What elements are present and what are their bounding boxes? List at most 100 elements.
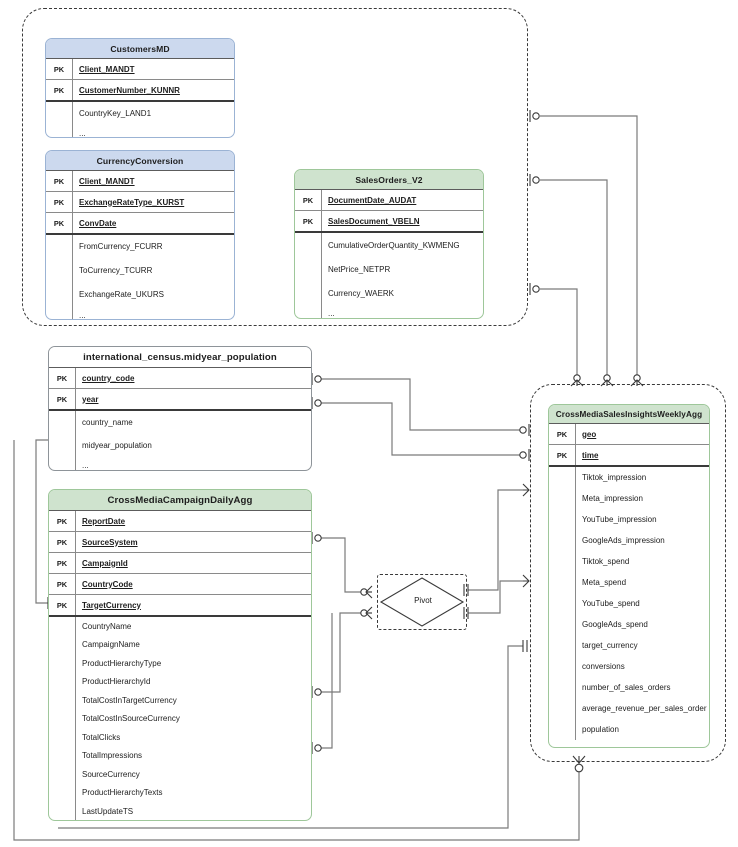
list-item[interactable]: ... <box>46 306 234 319</box>
list-item[interactable]: CountryKey_LAND1 <box>46 102 234 124</box>
key-field: country_code <box>75 368 311 388</box>
cardinality-one-4 <box>311 373 322 385</box>
list-item[interactable]: TotalClicks <box>49 728 311 747</box>
list-item[interactable]: ... <box>49 457 311 470</box>
table-row[interactable]: PK DocumentDate_AUDAT <box>295 190 483 211</box>
pk-spacer <box>49 654 75 673</box>
list-item[interactable]: YouTube_spend <box>549 593 709 614</box>
list-item[interactable]: TotalCostInTargetCurrency <box>49 691 311 710</box>
table-row[interactable]: PK SourceSystem <box>49 532 311 553</box>
table-row[interactable]: PK CountryCode <box>49 574 311 595</box>
pk-spacer <box>295 257 321 281</box>
list-item[interactable]: CumulativeOrderQuantity_KWMENG <box>295 233 483 257</box>
list-item[interactable]: midyear_population <box>49 433 311 457</box>
list-item[interactable]: ExchangeRate_UKURS <box>46 282 234 306</box>
cardinality-one-1 <box>529 110 540 122</box>
attribute-field: ExchangeRate_UKURS <box>72 282 234 306</box>
list-item[interactable]: conversions <box>549 656 709 677</box>
table-row[interactable]: PK CustomerNumber_KUNNR <box>46 80 234 102</box>
list-item[interactable]: CampaignName <box>49 635 311 654</box>
list-item[interactable]: population <box>549 719 709 740</box>
attribute-field: ... <box>321 305 483 318</box>
entity-cross-media-sales-insights-weekly-agg[interactable]: CrossMediaSalesInsightsWeeklyAgg PK geo … <box>548 404 710 748</box>
key-field: ConvDate <box>72 213 234 233</box>
pivot-node[interactable]: Pivot <box>377 574 467 630</box>
entity-cross-media-campaign-daily-agg[interactable]: CrossMediaCampaignDailyAgg PK ReportDate… <box>48 489 312 821</box>
table-row[interactable]: PK country_code <box>49 368 311 389</box>
table-row[interactable]: PK ConvDate <box>46 213 234 235</box>
pk-badge: PK <box>56 516 68 526</box>
list-item[interactable]: average_revenue_per_sales_order <box>549 698 709 719</box>
pk-spacer <box>549 593 575 614</box>
list-item[interactable]: Tiktok_impression <box>549 467 709 488</box>
list-item[interactable]: Currency_WAERK <box>295 281 483 305</box>
entity-international-census-midyear-population[interactable]: international_census.midyear_population … <box>48 346 312 471</box>
list-item[interactable]: target_currency <box>549 635 709 656</box>
pk-badge: PK <box>556 450 568 460</box>
list-item[interactable]: TotalImpressions <box>49 746 311 765</box>
entity-title: international_census.midyear_population <box>49 347 311 368</box>
attribute-field: TotalCostInTargetCurrency <box>75 691 311 710</box>
entity-customers-md[interactable]: CustomersMD PK Client_MANDT PK CustomerN… <box>45 38 235 138</box>
list-item[interactable]: ToCurrency_TCURR <box>46 258 234 282</box>
list-item[interactable]: GoogleAds_spend <box>549 614 709 635</box>
list-item[interactable]: NetPrice_NETPR <box>295 257 483 281</box>
list-item[interactable]: country_name <box>49 411 311 433</box>
table-row[interactable]: PK time <box>549 445 709 467</box>
list-item[interactable]: ProductHierarchyTexts <box>49 783 311 803</box>
pk-spacer <box>549 467 575 488</box>
table-row[interactable]: PK TargetCurrency <box>49 595 311 617</box>
pk-spacer <box>46 235 72 258</box>
list-item[interactable]: GoogleAds_impression <box>549 530 709 551</box>
list-item[interactable]: Meta_spend <box>549 572 709 593</box>
cardinality-exactly-one-4 <box>522 640 528 652</box>
key-field: SalesDocument_VBELN <box>321 211 483 231</box>
pk-spacer <box>46 102 72 124</box>
table-row[interactable]: PK Client_MANDT <box>46 171 234 192</box>
entity-sales-orders-v2[interactable]: SalesOrders_V2 PK DocumentDate_AUDAT PK … <box>294 169 484 319</box>
list-item[interactable]: ProductHierarchyId <box>49 672 311 691</box>
entity-currency-conversion[interactable]: CurrencyConversion PK Client_MANDT PK Ex… <box>45 150 235 320</box>
pk-badge: PK <box>56 394 68 404</box>
table-row[interactable]: PK ExchangeRateType_KURST <box>46 192 234 213</box>
cardinality-many-3 <box>522 483 530 497</box>
table-row[interactable]: PK CampaignId <box>49 553 311 574</box>
attribute-field: GoogleAds_impression <box>575 530 709 551</box>
list-item[interactable]: ... <box>46 124 234 137</box>
list-item[interactable]: FromCurrency_FCURR <box>46 235 234 258</box>
pk-spacer <box>49 784 75 803</box>
key-field: ReportDate <box>75 511 311 531</box>
list-item[interactable]: ProductHierarchyType <box>49 654 311 673</box>
attribute-field: Tiktok_spend <box>575 551 709 572</box>
cardinality-one-10 <box>519 424 530 436</box>
attribute-field: NetPrice_NETPR <box>321 257 483 281</box>
table-row[interactable]: PK geo <box>549 424 709 445</box>
table-row[interactable]: PK SalesDocument_VBELN <box>295 211 483 233</box>
list-item[interactable]: SourceCurrency <box>49 765 311 784</box>
attribute-field: CountryName <box>75 617 311 636</box>
table-row[interactable]: PK ReportDate <box>49 511 311 532</box>
key-field: CampaignId <box>75 553 311 573</box>
pk-spacer <box>549 488 575 509</box>
key-field: geo <box>575 424 709 444</box>
attribute-list: CumulativeOrderQuantity_KWMENG NetPrice_… <box>295 233 483 318</box>
cardinality-many-2 <box>360 606 373 620</box>
list-item[interactable]: CountryName <box>49 617 311 636</box>
table-row[interactable]: PK Client_MANDT <box>46 59 234 80</box>
attribute-field: ... <box>75 457 311 470</box>
list-item[interactable]: TotalCostInSourceCurrency <box>49 709 311 728</box>
list-item[interactable]: LastUpdateTS <box>49 802 311 820</box>
pk-spacer <box>549 530 575 551</box>
list-item[interactable]: Meta_impression <box>549 488 709 509</box>
list-item[interactable]: ... <box>295 305 483 318</box>
attribute-field: conversions <box>575 656 709 677</box>
list-item[interactable]: YouTube_impression <box>549 509 709 530</box>
list-item[interactable]: number_of_sales_orders <box>549 677 709 698</box>
pk-spacer <box>549 509 575 530</box>
attribute-list: Tiktok_impression Meta_impression YouTub… <box>549 467 709 740</box>
pk-badge: PK <box>56 373 68 383</box>
attribute-field: target_currency <box>575 635 709 656</box>
list-item[interactable]: Tiktok_spend <box>549 551 709 572</box>
table-row[interactable]: PK year <box>49 389 311 411</box>
pk-spacer <box>46 258 72 282</box>
